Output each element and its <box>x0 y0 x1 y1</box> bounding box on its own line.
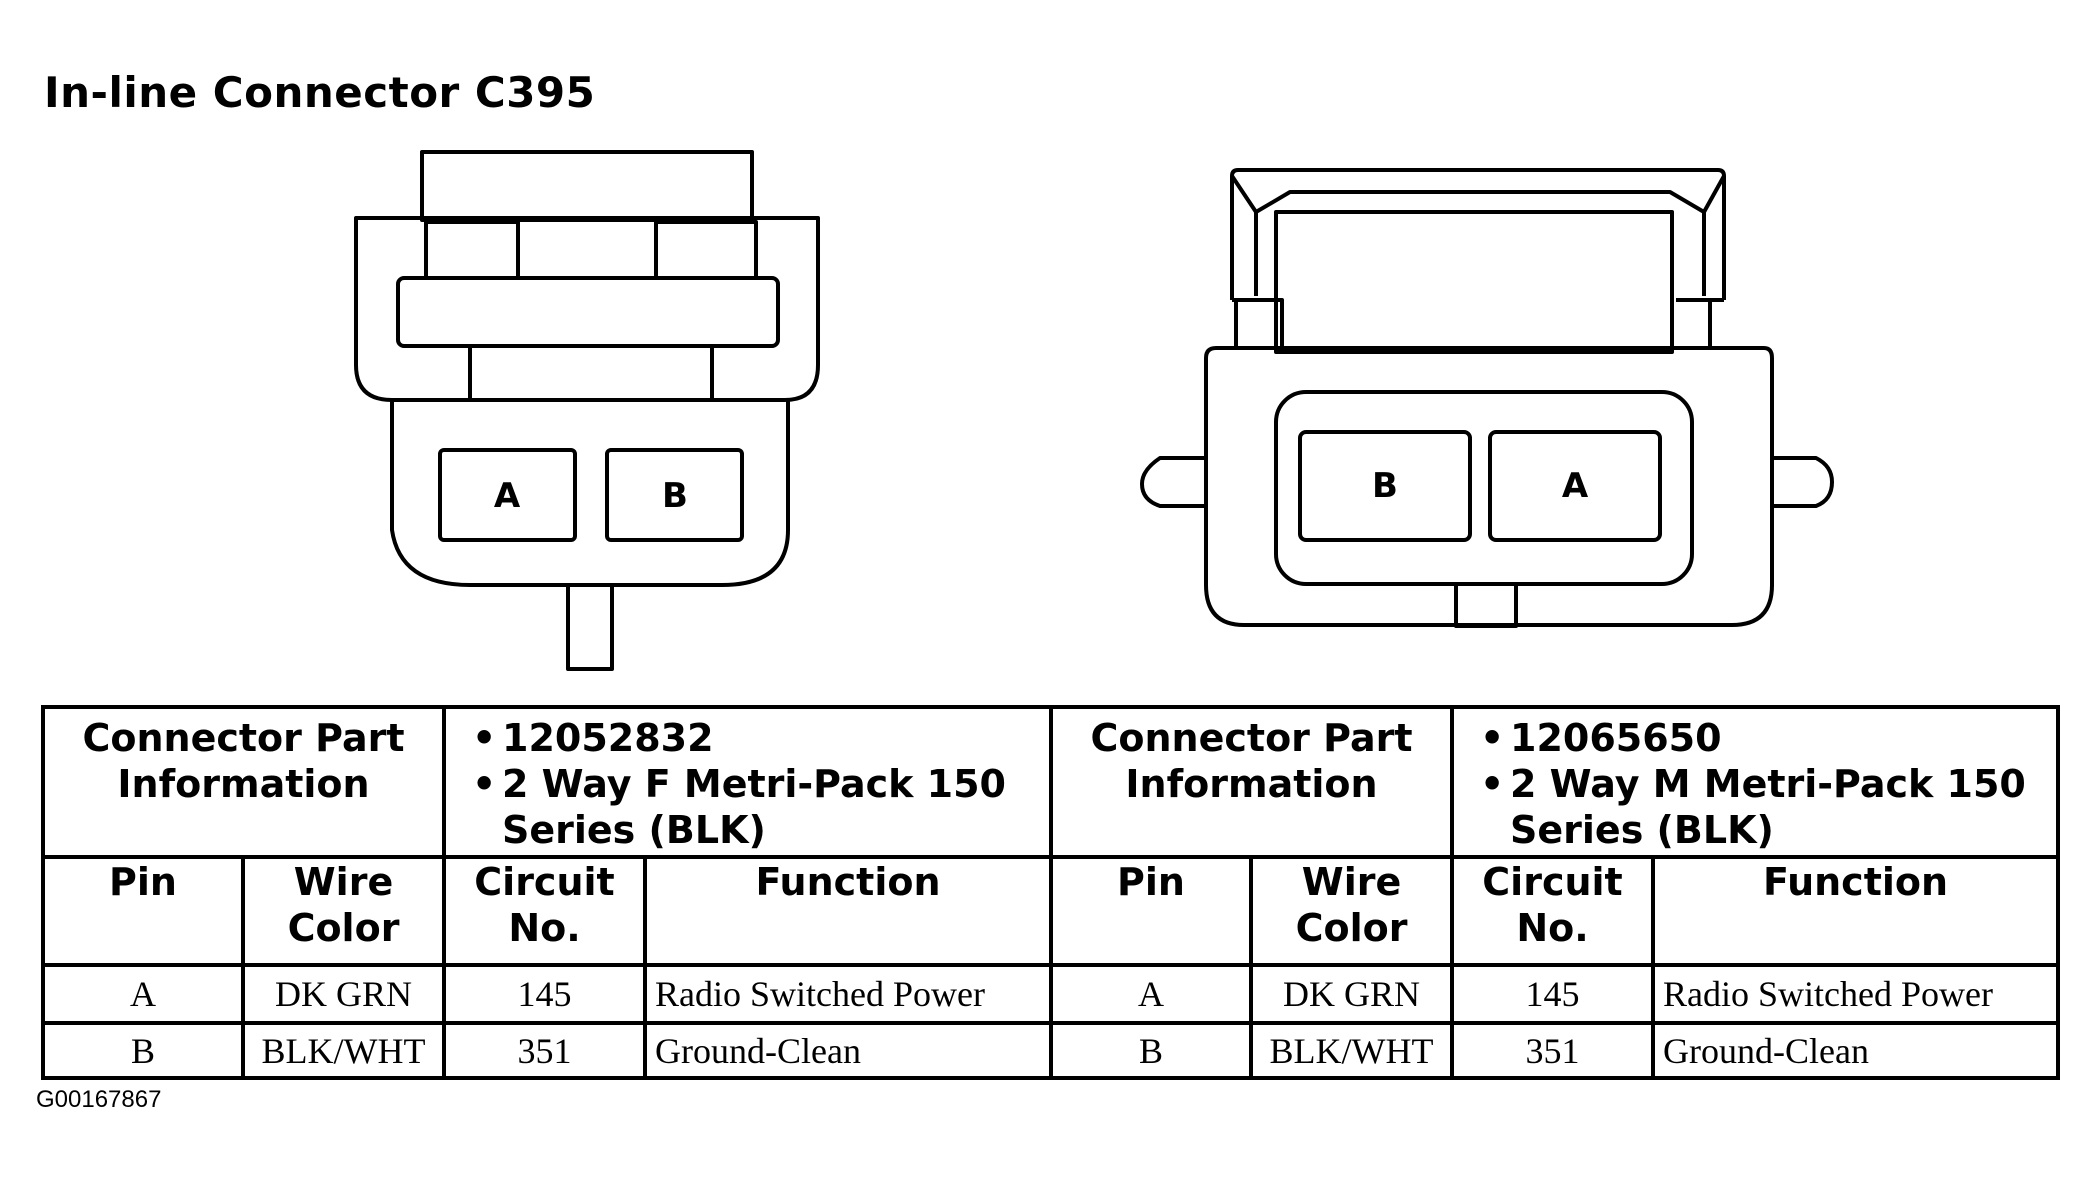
female-pin-label-a: A <box>494 476 521 516</box>
pin-cell: A <box>1049 963 1254 1025</box>
function-cell: Radio Switched Power <box>642 963 1054 1025</box>
col-header-function: Function <box>642 855 1054 967</box>
left-part-series: Series (BLK) <box>502 808 766 852</box>
right-part-header: Connector Part Information <box>1090 716 1413 806</box>
function-cell: Ground-Clean <box>1651 1021 2061 1080</box>
circuit-cell: 351 <box>442 1021 647 1080</box>
part-info-row: Connector Part Information 12052832 2 Wa… <box>41 705 2061 859</box>
col-header-function: Function <box>1651 855 2061 967</box>
circuit-cell: 145 <box>1450 963 1656 1025</box>
right-part-number: 12065650 <box>1480 715 2048 761</box>
circuit-cell: 145 <box>442 963 647 1025</box>
right-part-desc: 2 Way M Metri-Pack 150 <box>1480 761 2048 807</box>
function-cell: Ground-Clean <box>642 1021 1054 1080</box>
left-part-header: Connector Part Information <box>82 716 405 806</box>
table-row: A DK GRN 145 Radio Switched Power A DK G… <box>41 963 2061 1025</box>
function-cell: Radio Switched Power <box>1651 963 2061 1025</box>
col-header-circuit: Circuit No. <box>1450 855 1656 967</box>
left-part-info-cell: 12052832 2 Way F Metri-Pack 150 Series (… <box>441 705 1054 859</box>
col-header-circuit: Circuit No. <box>442 855 647 967</box>
male-pin-label-b: B <box>1372 466 1398 506</box>
circuit-cell: 351 <box>1450 1021 1656 1080</box>
figure-id: G00167867 <box>36 1086 162 1113</box>
wire-color-cell: BLK/WHT <box>1249 1021 1455 1080</box>
male-pin-b-cavity <box>1298 430 1472 542</box>
col-header-wire-color: Wire Color <box>1249 855 1455 967</box>
female-connector-drawing <box>354 150 820 671</box>
right-part-series: Series (BLK) <box>1510 808 1774 852</box>
col-header-pin: Pin <box>1049 855 1254 967</box>
pin-cell: A <box>41 963 245 1025</box>
connector-info-table: Connector Part Information 12052832 2 Wa… <box>41 705 2061 1080</box>
column-header-row: Pin Wire Color Circuit No. Function Pin … <box>41 855 2061 967</box>
male-pin-a-cavity <box>1488 430 1662 542</box>
diagram-title: In-line Connector C395 <box>44 68 596 117</box>
right-part-info-cell: 12065650 2 Way M Metri-Pack 150 Series (… <box>1450 705 2061 859</box>
female-pin-b-cavity <box>605 448 744 542</box>
wire-color-cell: DK GRN <box>241 963 446 1025</box>
left-part-header-cell: Connector Part Information <box>41 705 446 859</box>
pin-cell: B <box>41 1021 245 1080</box>
male-connector-drawing <box>1140 168 1834 628</box>
female-pin-label-b: B <box>662 476 688 516</box>
wire-color-cell: BLK/WHT <box>241 1021 446 1080</box>
male-pin-label-a: A <box>1562 466 1589 506</box>
connector-drawings: A B B A <box>354 150 1834 671</box>
col-header-pin: Pin <box>41 855 245 967</box>
table-row: B BLK/WHT 351 Ground-Clean B BLK/WHT 351… <box>41 1021 2061 1080</box>
wire-color-cell: DK GRN <box>1249 963 1455 1025</box>
right-part-header-cell: Connector Part Information <box>1049 705 1455 859</box>
female-pin-a-cavity <box>438 448 577 542</box>
left-part-desc: 2 Way F Metri-Pack 150 <box>472 761 1041 807</box>
left-part-number: 12052832 <box>472 715 1041 761</box>
col-header-wire-color: Wire Color <box>241 855 446 967</box>
pin-cell: B <box>1049 1021 1254 1080</box>
